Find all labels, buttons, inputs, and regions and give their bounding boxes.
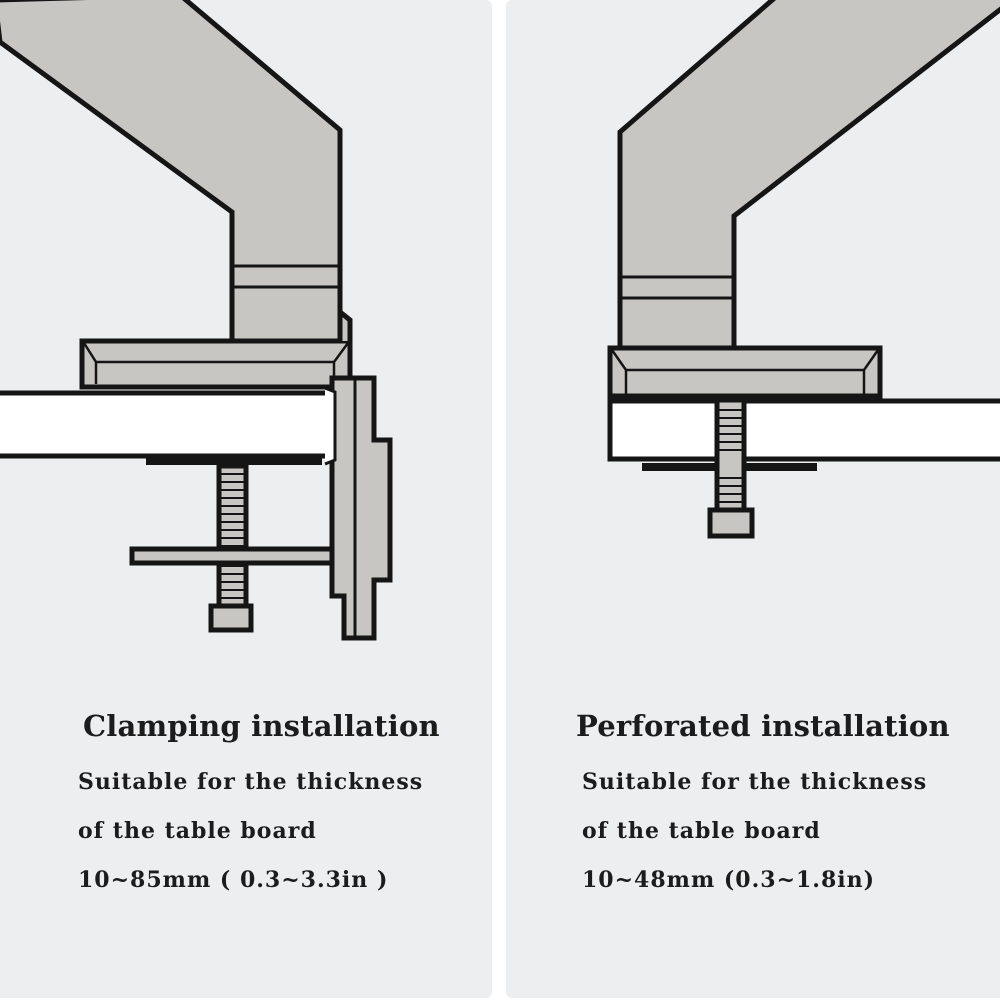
- clamping-line-3: 10~85mm ( 0.3~3.3in ): [78, 867, 389, 893]
- perforated-caption: Perforated installation Suitable for the…: [576, 706, 950, 905]
- perforated-line-3: 10~48mm (0.3~1.8in): [582, 867, 876, 893]
- perforated-panel: Perforated installation Suitable for the…: [506, 0, 1000, 998]
- clamping-title: Clamping installation: [83, 709, 440, 743]
- screw-head: [707, 507, 755, 539]
- grommet-mount-illustration: [607, 0, 1000, 539]
- mount-arm: [0, 0, 343, 345]
- perforated-line-1: Suitable for the thickness: [582, 769, 928, 795]
- grommet-screw: [714, 397, 747, 515]
- clamping-caption: Clamping installation Suitable for the t…: [78, 706, 440, 905]
- mount-arm: [617, 0, 1000, 351]
- perforated-title: Perforated installation: [576, 709, 950, 743]
- table-board: [0, 390, 333, 459]
- screw-head: [208, 603, 254, 633]
- clamp-bar: [129, 546, 335, 566]
- clamping-line-1: Suitable for the thickness: [78, 769, 424, 795]
- clamp-jaw: [329, 375, 393, 641]
- perforated-line-2: of the table board: [582, 818, 821, 844]
- table-board: [607, 398, 1000, 462]
- clamping-line-2: of the table board: [78, 818, 317, 844]
- clamp-mount-illustration: [0, 0, 393, 641]
- base-plate: [79, 338, 353, 390]
- clamping-panel: Clamping installation Suitable for the t…: [0, 0, 492, 998]
- base-plate: [607, 345, 883, 399]
